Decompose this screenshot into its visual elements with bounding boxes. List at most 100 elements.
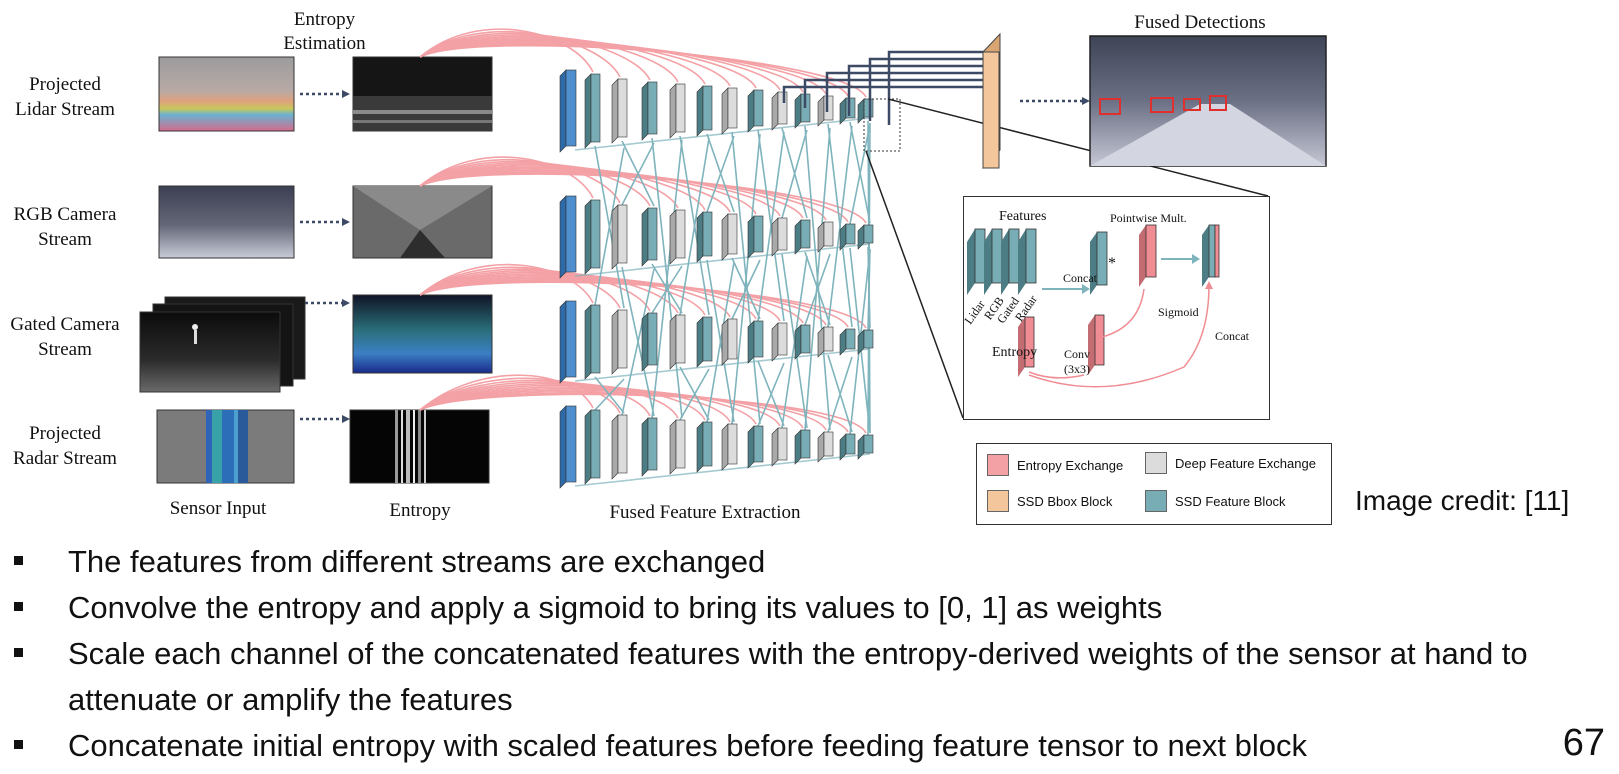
bullet-text: Convolve the entropy and apply a sigmoid… <box>68 590 1163 625</box>
bullet-marker <box>14 740 23 749</box>
inset-output-block <box>1202 224 1220 287</box>
entropy-exchange-curve <box>419 173 867 224</box>
inset-concat2-label: Concat <box>1215 329 1249 343</box>
feature-block <box>721 213 738 261</box>
feature-exchange-line <box>594 147 625 306</box>
feature-block <box>747 320 764 364</box>
feature-block <box>794 93 811 129</box>
entropy-exchange-curve <box>419 393 867 434</box>
inset-pointwise-label: Pointwise Mult. <box>1110 211 1187 225</box>
feature-block <box>669 419 686 475</box>
feature-exchange-line <box>679 368 710 421</box>
fusion-architecture-diagram <box>139 28 1327 489</box>
radar-entropy-image <box>349 409 490 484</box>
lidar-entropy-image <box>352 56 493 132</box>
bullet-text: Scale each channel of the concatenated f… <box>68 636 1528 717</box>
inset-entropy-label: Entropy <box>992 345 1038 360</box>
legend-item-ssd-bbox-block: SSD Bbox Block <box>987 490 1112 512</box>
inset-sigmoid-label: Sigmoid <box>1158 305 1199 319</box>
inset-feature-blocks <box>967 228 1037 295</box>
feature-exchange-line <box>679 137 710 316</box>
last-block-highlight <box>863 98 901 152</box>
entropy-exchange-curve <box>419 381 679 419</box>
entropy-exchange-curve <box>419 379 651 417</box>
input-to-entropy-arrows <box>300 92 342 421</box>
lidar-input-image <box>158 56 295 132</box>
radar-input-image <box>156 409 295 484</box>
ssd-bbox-block <box>982 32 1001 170</box>
feature-block <box>817 431 834 463</box>
legend-swatch <box>1145 490 1167 512</box>
row-label-radar: Projected Radar Stream <box>13 423 117 469</box>
feature-block <box>747 215 764 259</box>
row-label-rgb: RGB Camera Stream <box>13 204 117 250</box>
feature-block <box>857 434 874 460</box>
entropy-exchange-curve <box>419 266 621 309</box>
feature-exchange-line <box>757 131 785 322</box>
legend-swatch <box>1145 452 1167 474</box>
feature-block <box>611 414 628 480</box>
legend-swatch <box>987 490 1009 512</box>
legend-label: Deep Feature Exchange <box>1175 455 1316 471</box>
feature-exchange-line <box>804 127 831 431</box>
feature-block <box>857 329 874 355</box>
feature-exchange-line <box>827 125 853 328</box>
legend-item-entropy-exchange: Entropy Exchange <box>987 454 1123 476</box>
bullet-text: Concatenate initial entropy with scaled … <box>68 728 1308 763</box>
bullet-marker <box>14 602 23 611</box>
deep-feature-exchange-lines <box>574 117 871 487</box>
entropy-exchange-curve <box>419 281 867 329</box>
inset-star-label: * <box>1108 255 1116 272</box>
feature-block <box>611 204 628 270</box>
inset-fusion-detail: Features Pointwise Mult. Concat * Sigmoi… <box>961 196 1270 420</box>
rgb-input-image <box>158 185 295 259</box>
page-number: 67 <box>1562 722 1605 764</box>
bullet-marker <box>14 556 23 565</box>
inset-features-label: Features <box>999 209 1047 224</box>
entropy-exchange-curve <box>419 377 621 414</box>
feature-block <box>641 81 658 141</box>
legend-swatch <box>987 454 1009 476</box>
feature-block <box>771 427 788 467</box>
feature-block <box>771 91 788 131</box>
feature-block <box>857 224 874 250</box>
feature-exchange-line <box>706 261 735 423</box>
feature-block <box>721 87 738 135</box>
inset-conv-block <box>1088 314 1105 375</box>
feature-block <box>559 69 577 153</box>
feature-block <box>794 429 811 465</box>
feature-exchange-line <box>804 253 831 326</box>
row-label-lidar: Projected Lidar Stream <box>15 74 115 120</box>
gated-input-image-stack <box>139 296 306 393</box>
legend-label: Entropy Exchange <box>1017 457 1124 473</box>
feature-block <box>817 221 834 253</box>
feature-exchange-line <box>827 356 853 433</box>
feature-exchange-line <box>731 133 761 425</box>
feature-block <box>584 304 601 380</box>
feature-block <box>559 300 577 384</box>
feature-block <box>696 211 713 263</box>
feature-block <box>584 409 601 485</box>
bullet-item: Concatenate initial entropy with scaled … <box>14 723 1594 769</box>
feature-block <box>839 433 856 461</box>
legend: Entropy Exchange Deep Feature Exchange S… <box>976 443 1332 525</box>
bullet-marker <box>14 648 23 657</box>
inset-concat-label: Concat <box>1063 271 1097 285</box>
feature-exchange-line <box>781 255 808 429</box>
bullet-item: The features from different streams are … <box>14 539 1594 585</box>
fused-feature-extraction-caption: Fused Feature Extraction <box>609 502 801 523</box>
feature-block <box>721 318 738 366</box>
bullet-text: The features from different streams are … <box>68 544 766 579</box>
feature-block <box>794 219 811 255</box>
feature-block <box>839 223 856 251</box>
feature-blocks <box>559 69 874 489</box>
feature-exchange-line <box>594 378 625 411</box>
feature-block <box>771 322 788 362</box>
feature-block <box>696 421 713 473</box>
feature-block <box>771 217 788 257</box>
entropy-exchange-curve <box>419 156 594 199</box>
feature-block <box>584 73 601 149</box>
rgb-entropy-image <box>352 185 493 259</box>
sensor-input-caption: Sensor Input <box>169 498 267 519</box>
feature-exchange-line <box>867 122 871 436</box>
